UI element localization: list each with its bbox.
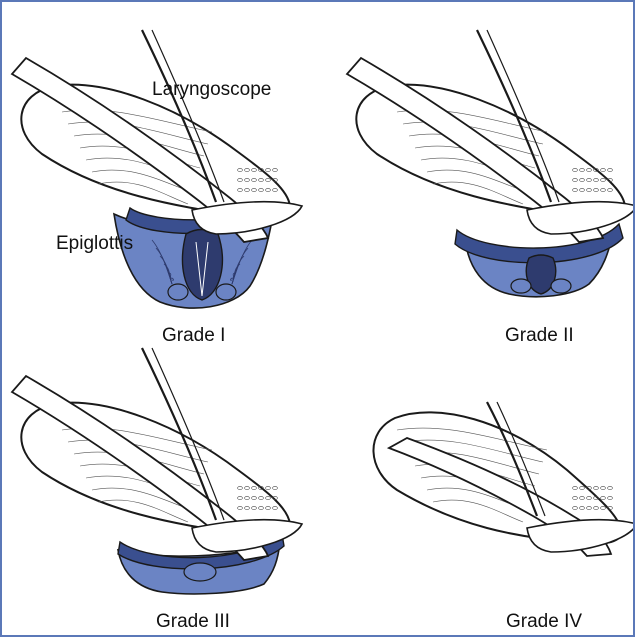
blade-tip (527, 520, 633, 552)
tongue-papilla (266, 168, 271, 171)
epiglottis-label: Epiglottis (56, 234, 133, 253)
blade-tip (192, 202, 302, 234)
grade-2-label: Grade II (505, 326, 574, 345)
arytenoid-left (168, 284, 188, 300)
tongue-papilla (608, 168, 613, 171)
grade-1-label: Grade I (162, 326, 225, 345)
grade-3-panel (12, 348, 302, 594)
grade-4-panel (373, 402, 633, 556)
arytenoid-right (216, 284, 236, 300)
laryngoscope-label: Laryngoscope (152, 80, 271, 99)
tongue-papilla (273, 168, 278, 171)
tongue-papilla (273, 486, 278, 489)
grade-4-label: Grade IV (506, 612, 582, 631)
tongue-papilla (608, 496, 613, 499)
tongue-papilla (601, 496, 606, 499)
tongue-papilla (601, 168, 606, 171)
arytenoid-right (551, 279, 571, 293)
grade-3-label: Grade III (156, 612, 230, 631)
tongue-papilla (608, 486, 613, 489)
epiglottis-tip (184, 563, 216, 581)
grade-2-panel (347, 30, 633, 297)
tongue-papilla (601, 486, 606, 489)
arytenoid-left (511, 279, 531, 293)
tongue-papilla (266, 486, 271, 489)
grade-1-panel (12, 30, 302, 308)
tongue-papilla (594, 486, 599, 489)
blade-tip (192, 520, 302, 552)
